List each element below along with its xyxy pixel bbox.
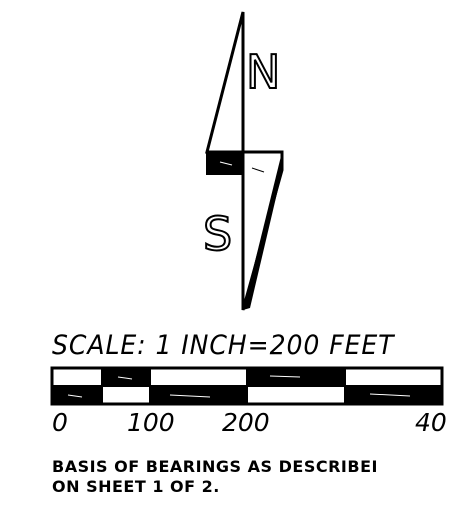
scale-tick-label: 200 [222,408,270,437]
scale-segment [102,368,150,386]
scale-title: SCALE: 1 INCH=200 FEET [52,330,395,361]
north-arrow-upper-blade [205,11,245,154]
north-label: N [246,45,280,99]
scale-tick-label: 40 [415,408,447,437]
scale-segment [150,386,247,404]
scale-tick-label: 100 [127,408,175,437]
bearings-note-line-1: BASIS OF BEARINGS AS DESCRIBEI [52,457,378,476]
bearings-note-line-2: ON SHEET 1 OF 2. [52,477,220,496]
scale-bar [50,366,444,406]
south-label: S [203,207,232,261]
north-arrow-shadow [243,152,282,310]
scale-segment [52,386,102,404]
scale-tick-label: 0 [52,408,68,437]
